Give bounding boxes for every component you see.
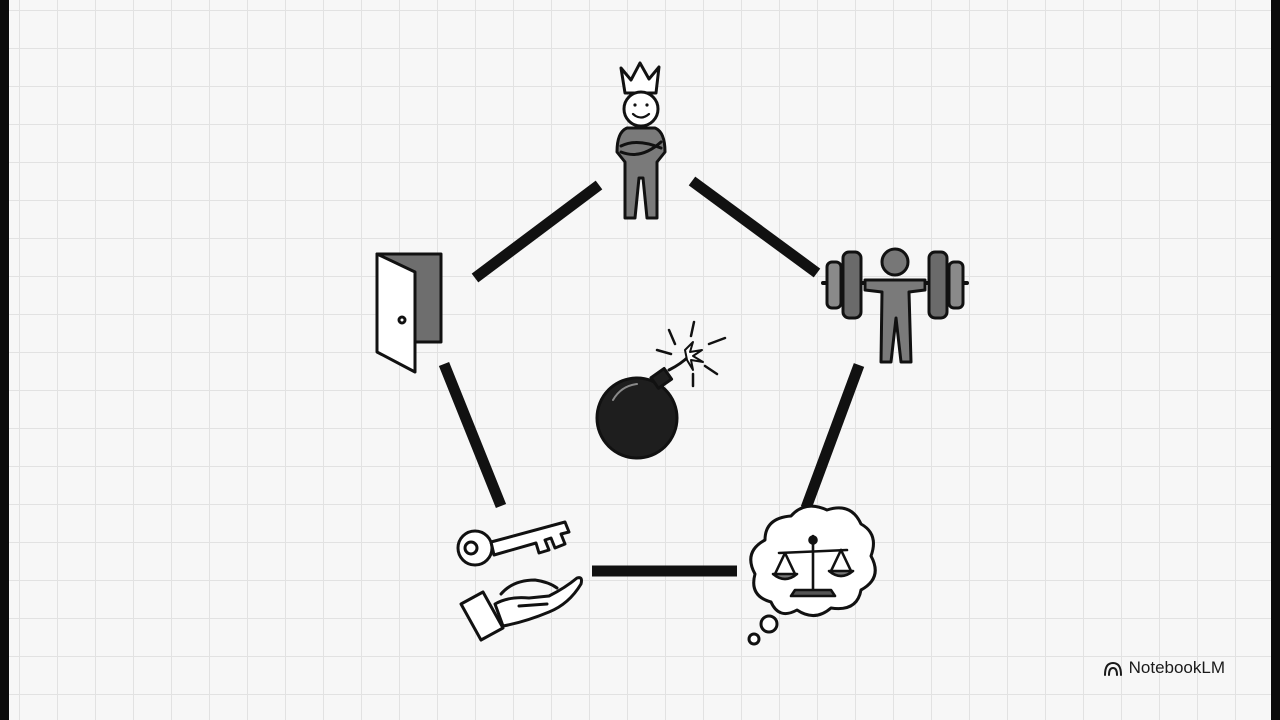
crowned-stick-figure-icon bbox=[615, 61, 667, 220]
bomb-icon bbox=[595, 320, 727, 460]
figure-head bbox=[622, 90, 660, 128]
thought-dot-small bbox=[747, 632, 761, 646]
door-knob bbox=[397, 315, 407, 325]
bomb-cap bbox=[649, 366, 674, 390]
lifter-body bbox=[863, 278, 927, 364]
open-hand-icon bbox=[459, 576, 583, 642]
hand-cuff bbox=[459, 590, 505, 642]
edge-top-right bbox=[688, 176, 821, 278]
edge-bottomleft-left bbox=[438, 361, 507, 509]
key-in-hand-icon bbox=[456, 520, 583, 642]
key-icon bbox=[456, 520, 571, 567]
crossed-arms bbox=[619, 140, 663, 156]
weight-plate-right-inner bbox=[927, 250, 949, 320]
weightlifter-icon bbox=[821, 247, 969, 364]
spark-icon bbox=[684, 341, 704, 371]
pentagon-edges bbox=[438, 176, 865, 577]
pentagon-diagram bbox=[375, 61, 969, 646]
open-door-icon bbox=[375, 252, 443, 374]
brand-watermark: NotebookLM bbox=[1103, 658, 1225, 678]
weight-plate-left-outer bbox=[825, 260, 843, 310]
thought-bubble-scales-icon bbox=[747, 504, 877, 646]
edge-left-top bbox=[471, 180, 603, 283]
bomb-body bbox=[595, 376, 679, 460]
scales-of-justice-icon bbox=[771, 534, 855, 598]
lifter-head bbox=[880, 247, 910, 277]
door-panel bbox=[375, 252, 417, 374]
weight-plate-left-inner bbox=[841, 250, 863, 320]
brand-name: NotebookLM bbox=[1128, 658, 1225, 677]
crown-icon bbox=[619, 61, 661, 95]
edge-right-bottomright bbox=[800, 363, 865, 510]
figure-body bbox=[615, 126, 667, 220]
notebooklm-logo-icon bbox=[1103, 661, 1122, 676]
weight-plate-right-outer bbox=[947, 260, 965, 310]
thought-dot-large bbox=[759, 614, 779, 634]
spark-rays bbox=[655, 320, 727, 388]
